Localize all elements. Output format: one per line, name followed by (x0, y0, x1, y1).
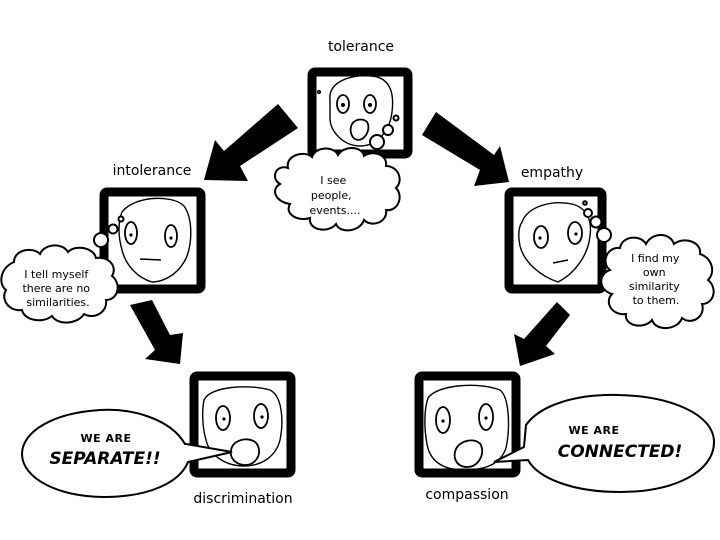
frame (307, 67, 413, 159)
svg-text:I see people, even: I see people, events.... (309, 174, 360, 217)
thought-dots (369, 114, 400, 150)
arrow-down-left-icon (514, 302, 570, 366)
arrow-empathy-to-compassion (514, 302, 570, 366)
face-neutral-icon (517, 202, 592, 283)
speech-line-1: WE ARE (569, 424, 620, 437)
thought-line: I tell myself (24, 268, 89, 281)
thought-line: similarity (629, 280, 680, 293)
label-empathy: empathy (521, 165, 583, 181)
thought-line: own (643, 266, 666, 279)
label-discrimination: discrimination (193, 491, 292, 507)
arrow-down-right-icon (422, 112, 509, 186)
thought-line: events.... (309, 204, 360, 217)
label-tolerance: tolerance (328, 39, 394, 55)
thought-bubble-empathy: I find my own similarity to them. (600, 234, 715, 329)
frame (414, 371, 521, 478)
arrow-down-left-icon (204, 104, 298, 181)
thought-line: I see (320, 174, 346, 187)
thought-line: I find my (631, 252, 680, 265)
speech-line-1: WE ARE (81, 432, 132, 445)
arrow-intolerance-to-discrimination (130, 300, 183, 364)
svg-text:I find my own simi: I find my own similarity to them. (629, 252, 683, 307)
thought-line: to them. (633, 294, 680, 307)
label-compassion: compassion (425, 487, 508, 503)
frame (99, 187, 206, 294)
speech-bubble-compassion: WE ARE CONNECTED! (493, 393, 716, 494)
panel-discrimination (189, 371, 296, 478)
thought-bubble-tolerance: I see people, events.... (273, 147, 401, 232)
arrow-tolerance-to-empathy (422, 112, 509, 186)
frame (504, 187, 607, 294)
thought-line: people, (311, 189, 352, 202)
face-shouting-icon (424, 384, 510, 471)
speech-line-2: CONNECTED! (558, 442, 683, 462)
thought-line: similarities. (26, 296, 89, 309)
speech-bubble-discrimination: WE ARE SEPARATE!! (20, 408, 233, 499)
face-neutral-icon (118, 197, 192, 283)
panel-empathy (504, 187, 612, 294)
arrow-tolerance-to-intolerance (204, 104, 298, 181)
svg-text:I tell myself there are: I tell myself there are no similarities. (22, 268, 93, 309)
thought-dots (582, 200, 612, 243)
arrow-down-right-icon (130, 300, 183, 364)
panel-compassion (414, 371, 521, 478)
panel-tolerance (307, 67, 413, 159)
face-shouting-icon (201, 386, 283, 467)
label-intolerance: intolerance (113, 163, 192, 179)
thought-bubble-intolerance: I tell myself there are no similarities. (0, 244, 119, 324)
thought-line: there are no (22, 282, 90, 295)
face-surprised-icon (316, 75, 394, 147)
thought-dots (93, 215, 125, 248)
panel-intolerance (93, 187, 206, 294)
speech-line-2: SEPARATE!! (49, 449, 160, 469)
